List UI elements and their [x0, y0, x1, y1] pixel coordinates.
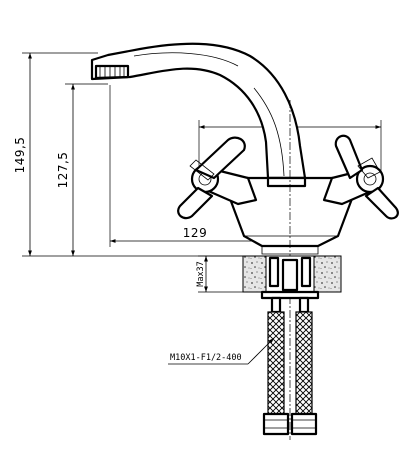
spout-reach-label: 129 — [183, 226, 207, 240]
left-handle — [177, 136, 258, 220]
dimension-spout-height: 127,5 — [56, 83, 108, 256]
overall-height-label: 149,5 — [13, 137, 27, 174]
countertop-section — [242, 255, 342, 300]
hose-spec-label: M10X1-F1/2-400 — [170, 353, 242, 363]
faucet-base — [224, 176, 358, 255]
dimension-overall-height: 149,5 — [13, 52, 245, 257]
max-mount-label: Max37 — [196, 261, 206, 287]
faucet-spout — [90, 42, 307, 180]
supply-hoses — [262, 296, 318, 436]
hose-spec-callout: M10X1-F1/2-400 — [168, 337, 275, 365]
spout-height-label: 127,5 — [56, 152, 70, 189]
dimension-max-mount: Max37 — [196, 255, 243, 293]
right-handle — [322, 134, 399, 220]
